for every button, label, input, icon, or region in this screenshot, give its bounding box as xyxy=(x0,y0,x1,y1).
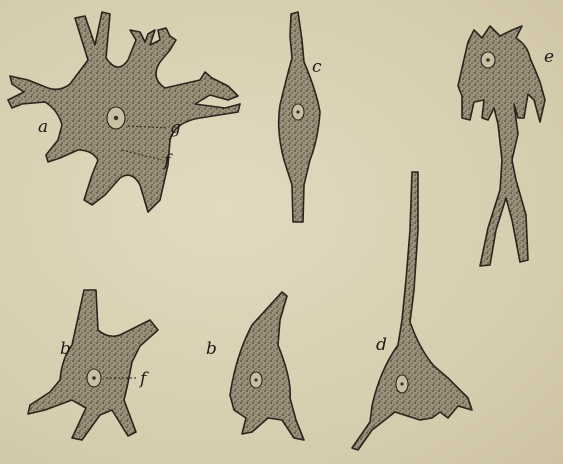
neuron-b-middle xyxy=(230,292,304,440)
label-g: g xyxy=(170,118,181,138)
label-d: d xyxy=(376,335,387,355)
label-e: e xyxy=(544,47,554,67)
neuron-e xyxy=(458,26,545,266)
label-c: c xyxy=(312,57,322,77)
label-f-top: f xyxy=(162,151,173,171)
label-a: a xyxy=(38,117,48,137)
neuron-b-left xyxy=(28,290,158,440)
neuron-c xyxy=(279,12,320,222)
neuron-d xyxy=(352,172,472,450)
label-f-bottom: f xyxy=(138,369,149,389)
neuron-a xyxy=(8,12,240,212)
label-b-middle: b xyxy=(206,339,217,359)
label-b-left: b xyxy=(60,339,71,359)
